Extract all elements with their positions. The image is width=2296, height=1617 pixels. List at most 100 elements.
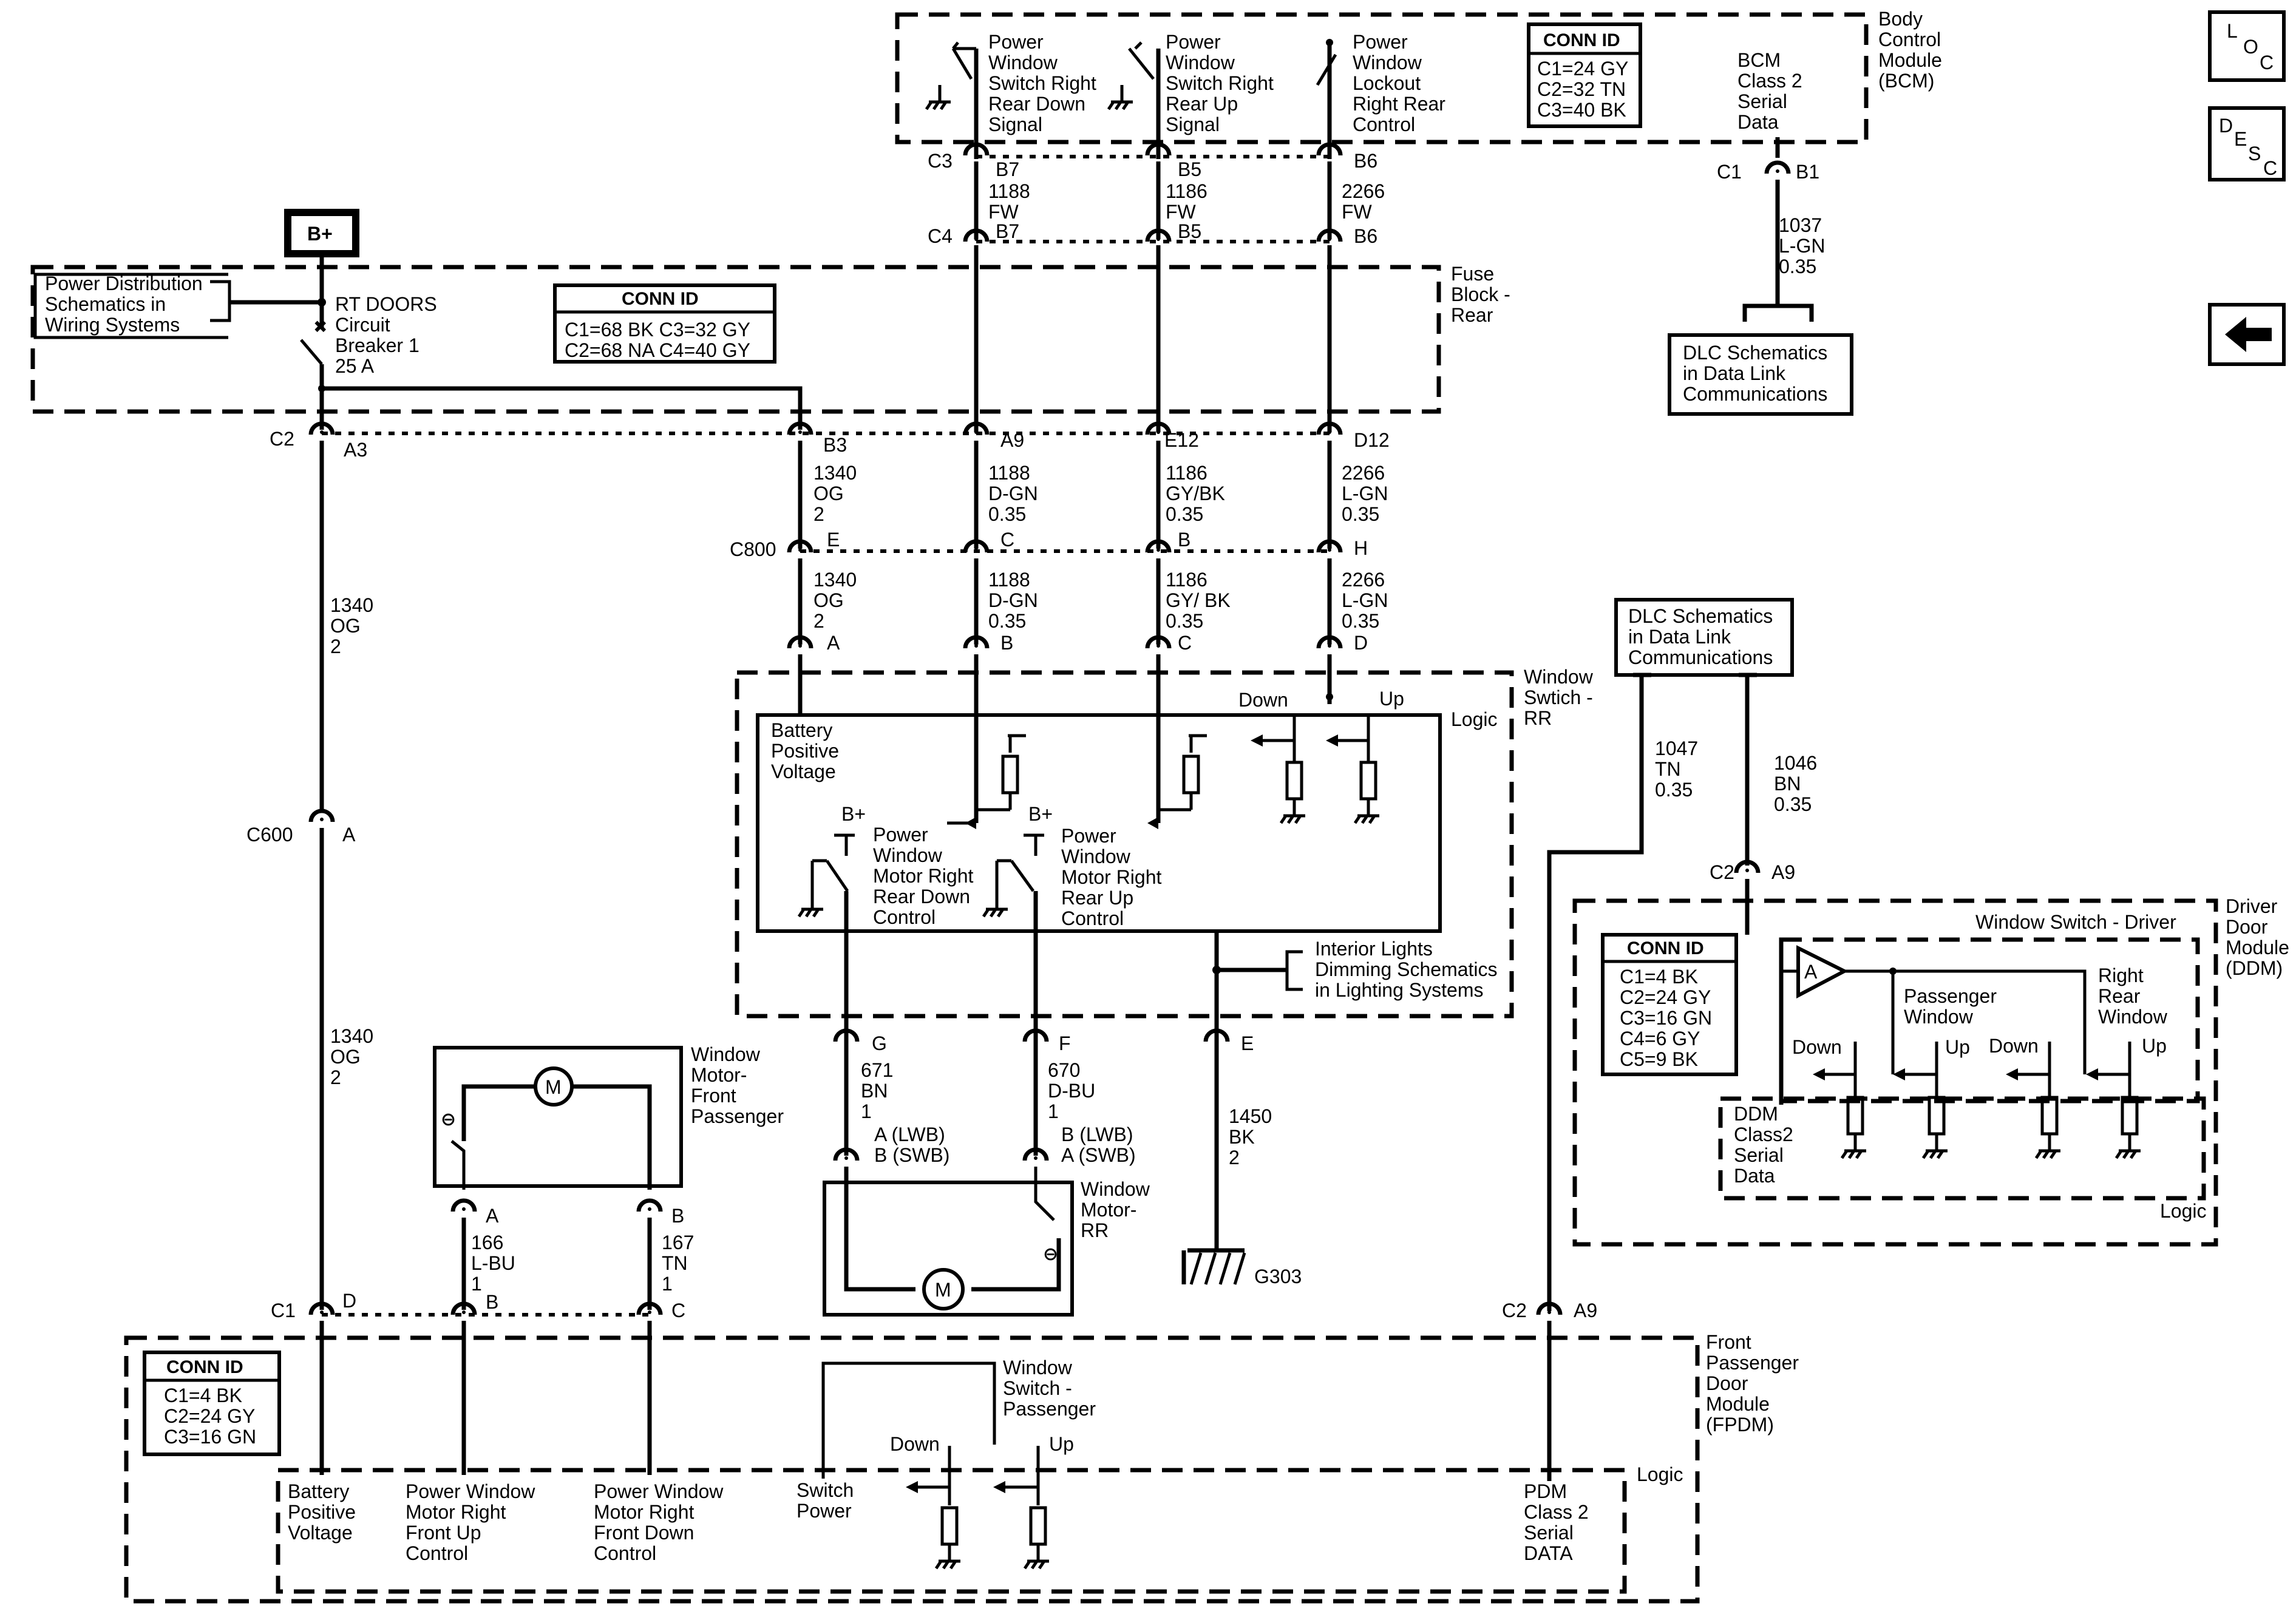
svg-text:C3=40 BK: C3=40 BK — [1537, 99, 1626, 121]
svg-text:Communications: Communications — [1683, 383, 1827, 405]
rr-down-control-switch: B+ Power Window Motor Right Rear Down Co… — [799, 803, 974, 1056]
svg-text:Power: Power — [873, 824, 928, 846]
svg-text:Rear Down: Rear Down — [988, 93, 1085, 115]
svg-text:TN: TN — [662, 1252, 688, 1274]
svg-text:C2=24 GY: C2=24 GY — [1620, 986, 1711, 1008]
svg-text:C3: C3 — [928, 150, 953, 172]
svg-text:Up: Up — [2142, 1035, 2167, 1057]
rr-up-control-switch: B+ Power Window Motor Right Rear Up Cont… — [983, 803, 1162, 1056]
svg-text:B: B — [1000, 632, 1013, 654]
svg-text:C: C — [1178, 632, 1192, 654]
svg-text:Window: Window — [1353, 52, 1422, 73]
svg-text:L: L — [2227, 20, 2238, 42]
svg-text:1: 1 — [471, 1273, 482, 1295]
svg-text:C4=6 GY: C4=6 GY — [1620, 1028, 1700, 1049]
svg-text:B7: B7 — [996, 158, 1019, 180]
window-motor-rr: ⊖ M — [823, 1167, 1074, 1317]
bcm-title: Body Control Module (BCM) — [1878, 8, 1942, 92]
svg-text:RR: RR — [1524, 707, 1552, 729]
ddm-boundary — [1572, 898, 2218, 1247]
svg-text:BN: BN — [861, 1080, 888, 1102]
svg-text:2: 2 — [813, 610, 824, 632]
power-distribution-box[interactable]: Power Distribution Schematics in Wiring … — [33, 273, 231, 339]
svg-text:1340: 1340 — [813, 569, 857, 591]
svg-text:✖: ✖ — [313, 317, 327, 336]
svg-text:Battery: Battery — [288, 1480, 349, 1502]
svg-text:Window: Window — [1904, 1006, 1974, 1028]
motor-rr-wires: 671 BN 1 670 D-BU 1 1450 BK 2 A (LWB) B … — [861, 1059, 1272, 1168]
bcm-serial-wire: 1037 L-GN 0.35 — [1779, 214, 1825, 277]
svg-text:Fuse: Fuse — [1451, 263, 1494, 285]
ddm-serial-data: DDM Class2 Serial Data — [1734, 1103, 1793, 1187]
svg-text:1186: 1186 — [1166, 462, 1207, 484]
svg-text:C1: C1 — [271, 1300, 296, 1321]
dlc-schematics-right-box[interactable]: DLC Schematics in Data Link Communicatio… — [1614, 598, 1794, 677]
svg-text:GY/BK: GY/BK — [1166, 483, 1225, 504]
svg-text:FW: FW — [1166, 201, 1197, 223]
svg-text:D12: D12 — [1354, 429, 1390, 451]
svg-text:Down: Down — [890, 1433, 940, 1455]
svg-text:Window: Window — [1524, 666, 1594, 688]
svg-text:Window: Window — [691, 1043, 761, 1065]
svg-text:670: 670 — [1048, 1059, 1080, 1081]
svg-text:C800: C800 — [730, 538, 776, 560]
svg-text:A (SWB): A (SWB) — [1061, 1144, 1136, 1166]
svg-text:Switch Right: Switch Right — [988, 72, 1096, 94]
circuit-breaker: ✖ RT DOORS Circuit Breaker 1 25 A — [300, 293, 437, 392]
svg-text:C3=16 GN: C3=16 GN — [164, 1426, 256, 1448]
svg-text:in Data Link: in Data Link — [1628, 626, 1731, 648]
svg-text:Down: Down — [1238, 689, 1288, 711]
svg-text:M: M — [545, 1076, 562, 1098]
svg-text:B+: B+ — [841, 803, 866, 825]
svg-text:Motor Right: Motor Right — [406, 1501, 506, 1523]
svg-text:DLC Schematics: DLC Schematics — [1683, 342, 1827, 364]
svg-text:Passenger: Passenger — [1706, 1352, 1799, 1374]
dlc-schematics-top-box[interactable]: DLC Schematics in Data Link Communicatio… — [1668, 333, 1853, 416]
svg-text:⊖: ⊖ — [441, 1110, 456, 1130]
svg-text:OG: OG — [813, 589, 844, 611]
ddm-logic-boundary — [1718, 1096, 2206, 1201]
svg-text:Switch -: Switch - — [1003, 1377, 1072, 1399]
svg-text:BK: BK — [1229, 1126, 1255, 1148]
svg-text:E: E — [1241, 1032, 1254, 1054]
svg-text:C: C — [671, 1300, 685, 1321]
low-wire-labels: 1340 OG 2 1188 D-GN 0.35 1186 GY/ BK 0.3… — [813, 569, 1388, 632]
svg-text:Module: Module — [2226, 937, 2289, 958]
svg-text:A9: A9 — [1574, 1300, 1597, 1321]
svg-text:Module: Module — [1878, 49, 1942, 71]
svg-text:1046: 1046 — [1774, 752, 1817, 774]
svg-text:Serial: Serial — [1524, 1522, 1574, 1544]
svg-text:FW: FW — [988, 201, 1019, 223]
interior-lights-reference[interactable]: Interior Lights Dimming Schematics in Li… — [1285, 938, 1498, 1001]
svg-text:Window: Window — [2098, 1006, 2168, 1028]
motor-fp-title: Window Motor- Front Passenger — [691, 1043, 784, 1127]
svg-text:Right Rear: Right Rear — [1353, 93, 1445, 115]
loc-button[interactable]: L O C — [2208, 10, 2286, 82]
svg-text:C2: C2 — [270, 428, 294, 450]
svg-text:Front: Front — [1706, 1331, 1751, 1353]
svg-text:1: 1 — [662, 1273, 673, 1295]
battery-positive-terminal: B+ — [284, 209, 359, 257]
svg-text:1186: 1186 — [1166, 180, 1207, 202]
svg-text:F: F — [1059, 1032, 1071, 1054]
wire-1047-label: 1047 TN 0.35 — [1655, 737, 1698, 801]
svg-text:B: B — [1178, 529, 1190, 551]
svg-text:D: D — [2219, 115, 2233, 137]
svg-text:Logic: Logic — [1451, 708, 1498, 730]
svg-text:in Data Link: in Data Link — [1683, 362, 1786, 384]
svg-text:B5: B5 — [1178, 220, 1201, 242]
svg-text:G: G — [872, 1032, 887, 1054]
svg-text:Motor Right: Motor Right — [594, 1501, 695, 1523]
back-arrow-icon[interactable] — [2208, 303, 2286, 366]
svg-text:Passenger: Passenger — [1904, 985, 1997, 1007]
svg-text:A3: A3 — [344, 439, 367, 461]
svg-text:Up: Up — [1945, 1036, 1970, 1058]
svg-text:25 A: 25 A — [335, 355, 375, 377]
svg-text:DATA: DATA — [1524, 1542, 1573, 1564]
svg-text:E: E — [827, 529, 840, 551]
svg-text:Module: Module — [1706, 1393, 1770, 1415]
desc-button[interactable]: D E S C — [2208, 106, 2286, 181]
svg-text:A: A — [1804, 961, 1818, 983]
svg-text:Front: Front — [691, 1085, 736, 1107]
svg-text:2: 2 — [330, 1066, 341, 1088]
